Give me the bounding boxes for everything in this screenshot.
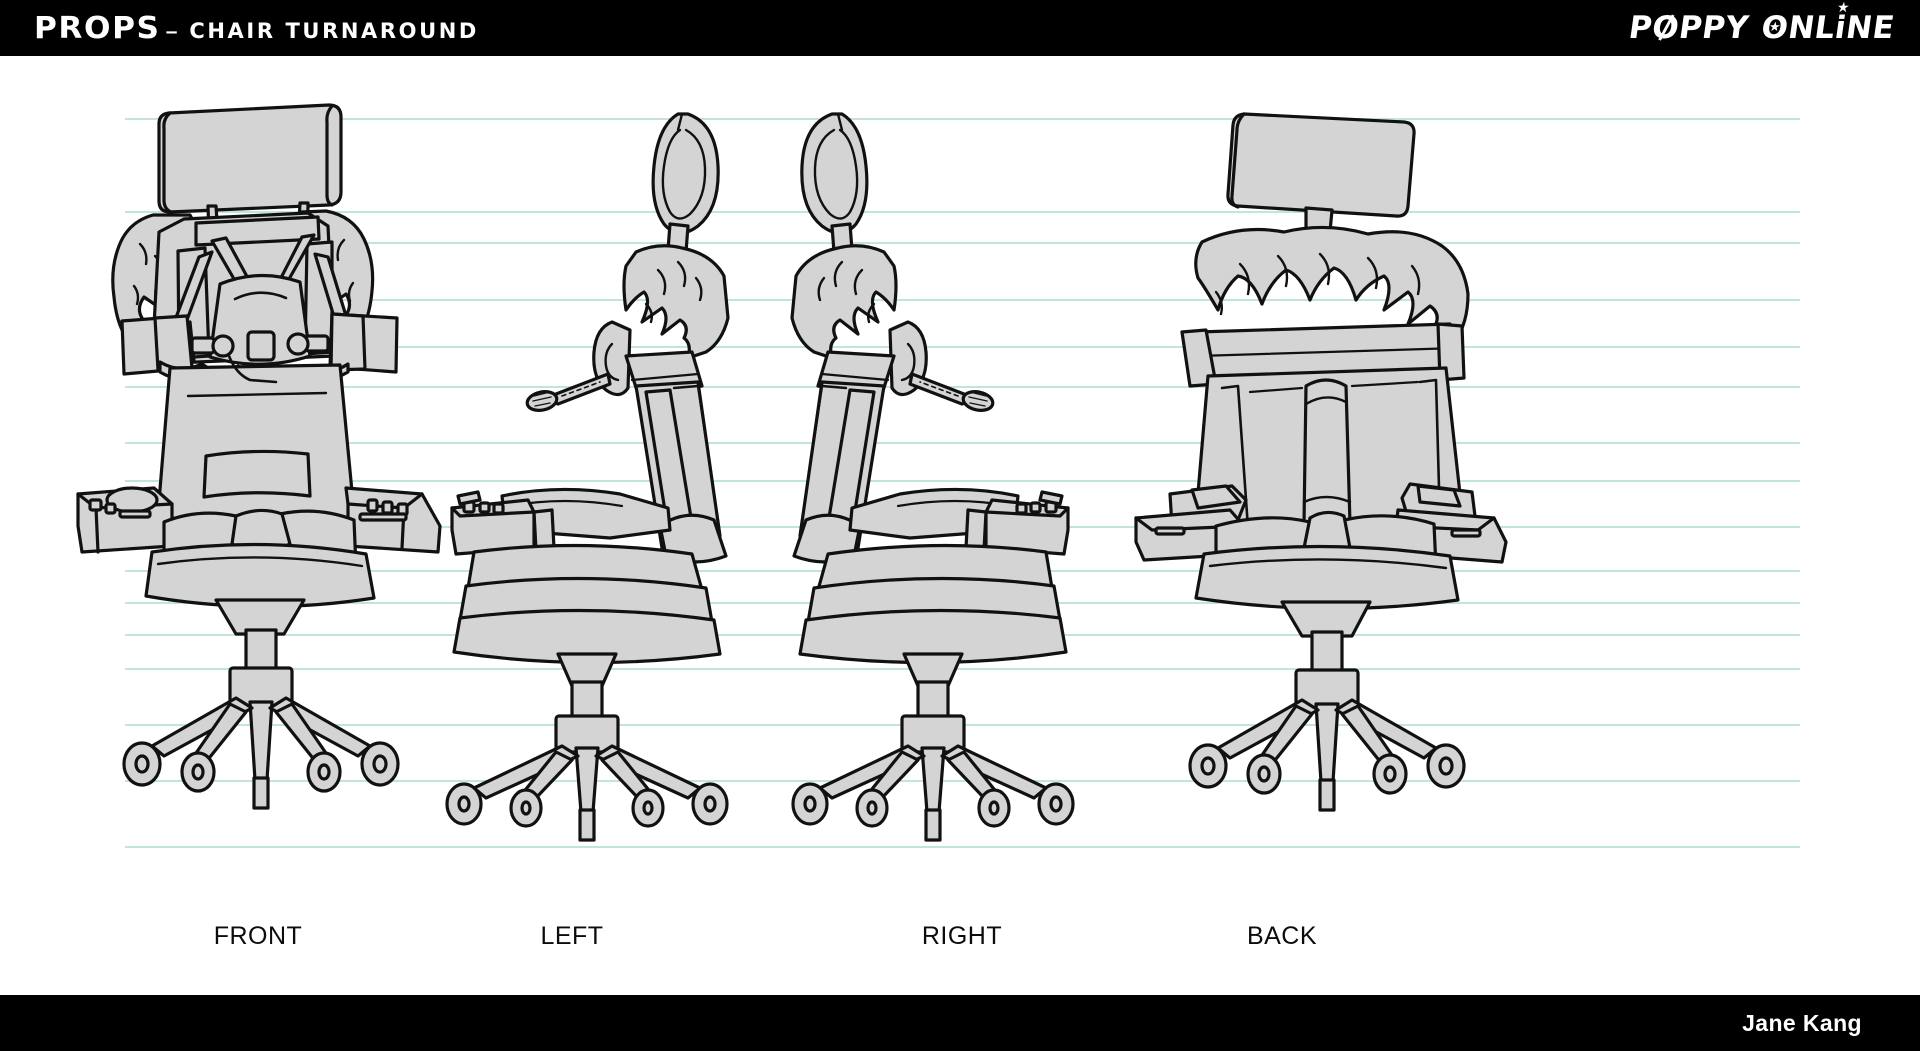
view-caption-front: FRONT xyxy=(213,922,303,950)
view-caption-left: LEFT xyxy=(540,922,604,950)
guide-line-12 xyxy=(125,668,1800,670)
chair-view-back xyxy=(1120,56,1520,886)
footer-bar: Jane Kang xyxy=(0,995,1920,1051)
guide-line-3 xyxy=(125,299,1800,301)
brand-letters-nl: NL xyxy=(1785,10,1838,46)
guide-line-14 xyxy=(125,780,1800,782)
guide-line-15 xyxy=(125,846,1800,848)
brand-letters-ppy: PPY xyxy=(1676,10,1751,46)
page-title-main: PROPS xyxy=(34,10,161,46)
page-title: PROPS – CHAIR TURNAROUND xyxy=(34,11,479,46)
brand-logo: P O PPY O★ NL i★ NE xyxy=(1626,0,1897,46)
guide-line-5 xyxy=(125,386,1800,388)
guide-line-1 xyxy=(125,211,1800,213)
artist-credit: Jane Kang xyxy=(1742,1009,1862,1036)
guide-line-4 xyxy=(125,346,1800,348)
guide-line-7 xyxy=(125,480,1800,482)
brand-word-online: O★ NL i★ NE xyxy=(1758,0,1897,46)
page-title-subject: CHAIR TURNAROUND xyxy=(189,18,479,43)
chair-view-front xyxy=(60,56,460,886)
chair-view-left xyxy=(430,56,730,886)
brand-star-o-icon: O★ xyxy=(1758,10,1791,46)
artboard: FRONT LEFT RIGHT BACK xyxy=(0,56,1920,995)
chair-view-right xyxy=(790,56,1090,886)
header-bar: PROPS – CHAIR TURNAROUND P O PPY O★ NL i… xyxy=(0,0,1920,56)
guide-line-6 xyxy=(125,442,1800,444)
page-title-dash: – xyxy=(165,19,180,43)
brand-slashed-o-icon: O xyxy=(1649,10,1682,46)
star-glyph-dot-icon: ★ xyxy=(1835,0,1851,16)
turnaround-views xyxy=(0,56,1920,995)
brand-letters-ne: NE xyxy=(1843,10,1897,46)
guide-line-0 xyxy=(125,118,1800,120)
brand-word-poppy: P O PPY xyxy=(1626,10,1751,46)
view-caption-right: RIGHT xyxy=(921,922,1003,950)
view-caption-back: BACK xyxy=(1246,922,1318,950)
guide-line-2 xyxy=(125,242,1800,244)
